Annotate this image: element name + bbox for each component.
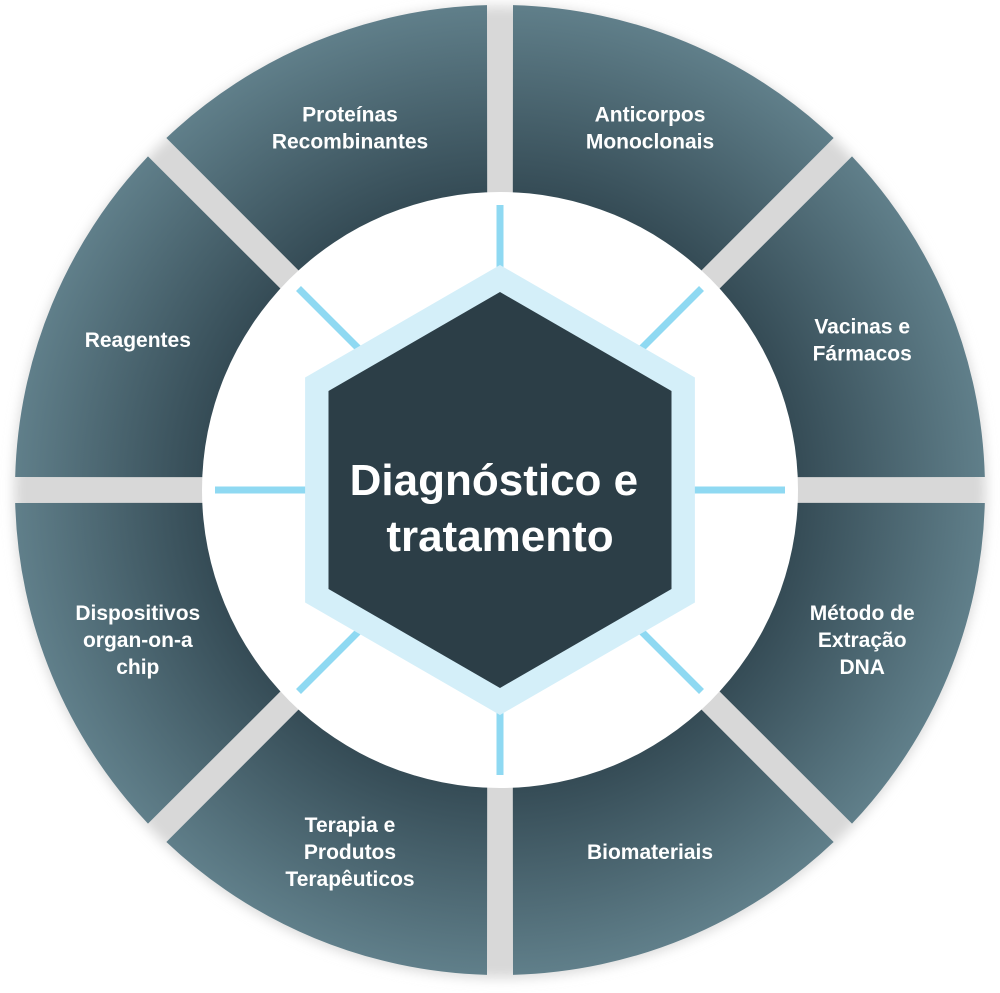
- segment-label-7: Reagentes: [85, 329, 191, 352]
- center-title: Diagnóstico e tratamento: [350, 456, 651, 561]
- segment-label-6-line-3: chip: [116, 656, 159, 679]
- segment-1: [512, 5, 834, 274]
- segment-label-4-line-1: Biomateriais: [587, 841, 713, 864]
- segment-label-3-line-1: Método de: [810, 602, 915, 625]
- segment-3: [716, 502, 985, 824]
- segment-label-6-line-1: Dispositivos: [75, 602, 200, 625]
- segment-label-8-line-1: Proteínas: [302, 103, 398, 126]
- segment-label-2: Vacinas e Fármacos: [813, 316, 912, 366]
- segment-label-2-line-1: Vacinas e: [814, 316, 910, 339]
- segment-label-6: Dispositivos organ-on-a chip: [75, 602, 200, 679]
- segment-label-1-line-2: Monoclonais: [586, 130, 714, 153]
- segment-label-2-line-2: Fármacos: [813, 343, 912, 366]
- segment-label-3-line-2: Extração: [818, 629, 907, 652]
- segment-label-6-line-2: organ-on-a: [83, 629, 193, 652]
- segment-6: [15, 502, 284, 824]
- center-title-line-1: Diagnóstico e: [350, 456, 639, 505]
- segment-label-3-line-3: DNA: [839, 656, 885, 679]
- segment-label-5-line-3: Terapêuticos: [285, 868, 414, 891]
- segment-label-7-line-1: Reagentes: [85, 329, 191, 352]
- segment-label-4: Biomateriais: [587, 841, 713, 864]
- segment-7: [15, 156, 284, 478]
- segment-5: [166, 706, 488, 975]
- center-title-line-2: tratamento: [386, 512, 613, 561]
- segment-2: [716, 156, 985, 478]
- segment-label-8-line-2: Recombinantes: [272, 130, 428, 153]
- center-hexagon: [328, 292, 672, 688]
- ring-segments: [15, 5, 985, 975]
- segment-label-5-line-2: Produtos: [304, 841, 396, 864]
- segment-label-5-line-1: Terapia e: [305, 814, 396, 837]
- segment-8: [166, 5, 488, 274]
- segment-label-1-line-1: Anticorpos: [595, 103, 706, 126]
- segment-4: [512, 706, 834, 975]
